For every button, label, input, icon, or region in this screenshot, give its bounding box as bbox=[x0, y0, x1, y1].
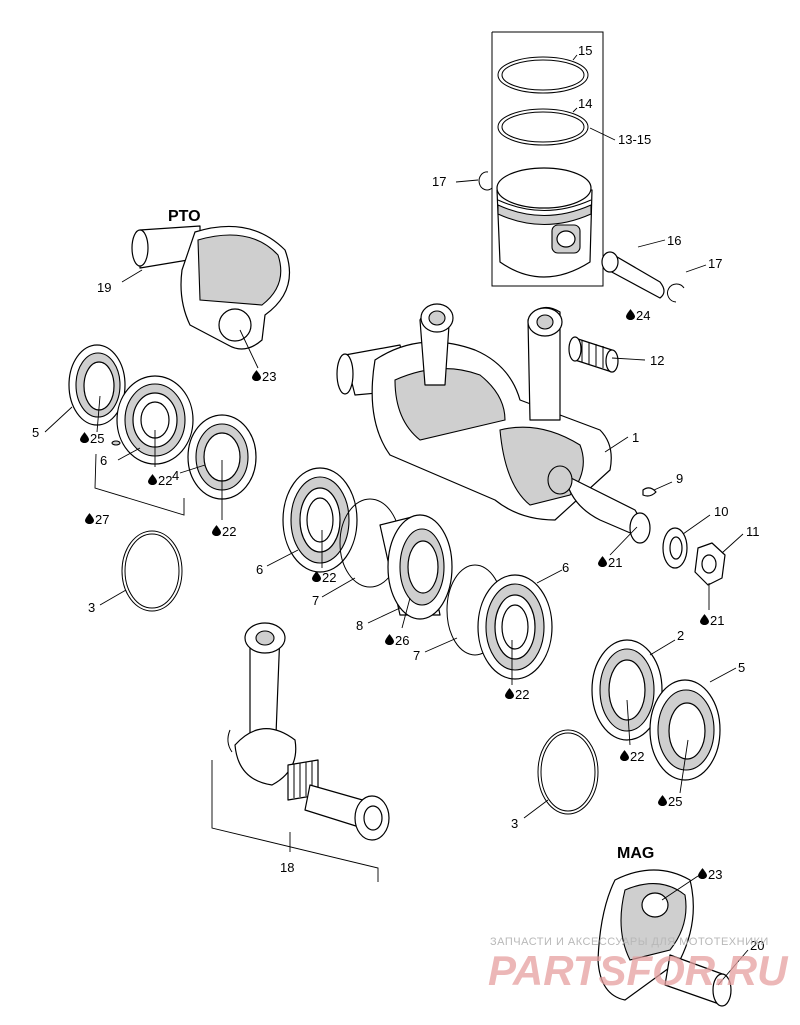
oil-drop-icon bbox=[626, 309, 635, 320]
oil-drop-icon bbox=[148, 474, 157, 485]
o-ring-3-pto bbox=[121, 530, 183, 612]
oil-seal-5-mag bbox=[649, 679, 721, 781]
circlip-17 bbox=[478, 171, 493, 191]
callout-22-pto-b: 22 bbox=[222, 524, 236, 539]
bearing-6-mag bbox=[477, 574, 553, 680]
callout-25-pto: 25 bbox=[90, 431, 104, 446]
watermark: ЗАПЧАСТИ И АКСЕССУАРЫ ДЛЯ МОТОТЕХНИКИ PA… bbox=[488, 936, 789, 994]
lock-washer-10 bbox=[662, 527, 688, 569]
oil-drop-icon bbox=[385, 634, 394, 645]
callout-2: 2 bbox=[677, 628, 684, 643]
callout-20: 20 bbox=[750, 938, 764, 953]
callout-23-pto: 23 bbox=[262, 369, 276, 384]
callout-22-pto-a: 22 bbox=[158, 473, 172, 488]
callout-7-right: 7 bbox=[413, 648, 420, 663]
bearing-2 bbox=[591, 639, 663, 741]
callout-17-right: 17 bbox=[708, 256, 722, 271]
callout-15: 15 bbox=[578, 43, 592, 58]
callout-7-left: 7 bbox=[312, 593, 319, 608]
o-ring-3-mag bbox=[537, 729, 599, 815]
callout-27: 27 bbox=[95, 512, 109, 527]
callout-5-pto: 5 bbox=[32, 425, 39, 440]
piston-pin-16 bbox=[601, 251, 665, 299]
callout-19: 19 bbox=[97, 280, 111, 295]
oil-seal-5-pto bbox=[68, 344, 126, 426]
oil-drop-icon bbox=[252, 370, 261, 381]
callout-21-left: 21 bbox=[608, 555, 622, 570]
nut-11 bbox=[694, 542, 726, 586]
oil-drop-icon bbox=[698, 868, 707, 879]
bearing-6-pto bbox=[116, 375, 194, 465]
callout-13-15: 13-15 bbox=[618, 132, 651, 147]
callout-24: 24 bbox=[636, 308, 650, 323]
callout-10: 10 bbox=[714, 504, 728, 519]
key-9 bbox=[642, 487, 657, 497]
callout-6-mag: 6 bbox=[562, 560, 569, 575]
bearing-6-mid bbox=[282, 467, 358, 573]
piston-ring-14 bbox=[497, 108, 589, 146]
callout-9: 9 bbox=[676, 471, 683, 486]
watermark-tagline: ЗАПЧАСТИ И АКСЕССУАРЫ ДЛЯ МОТОТЕХНИКИ bbox=[490, 936, 769, 948]
oil-drop-icon bbox=[212, 525, 221, 536]
callout-5-mag: 5 bbox=[738, 660, 745, 675]
callout-22-mid: 22 bbox=[322, 570, 336, 585]
callout-26: 26 bbox=[395, 633, 409, 648]
needle-bearing-12 bbox=[568, 336, 619, 373]
connecting-rod-kit-18 bbox=[211, 622, 390, 882]
callout-16: 16 bbox=[667, 233, 681, 248]
callout-25-mag: 25 bbox=[668, 794, 682, 809]
connecting-rod-right bbox=[527, 306, 563, 421]
oil-drop-icon bbox=[658, 795, 667, 806]
callout-21-right: 21 bbox=[710, 613, 724, 628]
piston-ring-15 bbox=[497, 56, 589, 94]
callout-22-mag-b: 22 bbox=[630, 749, 644, 764]
bearing-4 bbox=[187, 414, 257, 500]
callout-4: 4 bbox=[172, 468, 179, 483]
oil-drop-icon bbox=[598, 556, 607, 567]
callout-6-mid: 6 bbox=[256, 562, 263, 577]
callout-14: 14 bbox=[578, 96, 592, 111]
piston-kit-frame bbox=[491, 31, 604, 287]
section-labels: PTO MAG bbox=[168, 208, 654, 862]
oil-drop-icon bbox=[700, 614, 709, 625]
callout-1: 1 bbox=[632, 430, 639, 445]
callout-18: 18 bbox=[280, 860, 294, 875]
leader-lines bbox=[44, 54, 749, 986]
oil-drop-icon bbox=[80, 432, 89, 443]
pto-label: PTO bbox=[168, 208, 201, 225]
callout-17-top: 17 bbox=[432, 174, 446, 189]
callout-3-mag: 3 bbox=[511, 816, 518, 831]
oil-drop-icon bbox=[505, 688, 514, 699]
callout-8: 8 bbox=[356, 618, 363, 633]
connecting-rod-left bbox=[419, 303, 454, 386]
callout-3-pto: 3 bbox=[88, 600, 95, 615]
piston bbox=[496, 167, 593, 278]
callout-6-pto: 6 bbox=[100, 453, 107, 468]
mag-crank-half bbox=[597, 869, 732, 1007]
callout-23-mag: 23 bbox=[708, 867, 722, 882]
callout-12: 12 bbox=[650, 353, 664, 368]
callout-22-mag-a: 22 bbox=[515, 687, 529, 702]
crankshaft-assembly-1 bbox=[336, 341, 651, 544]
callout-labels: 15 14 13-15 17 16 17 24 12 19 23 1 9 10 … bbox=[32, 43, 764, 953]
callout-11: 11 bbox=[746, 524, 760, 539]
pin-dowel-pto bbox=[111, 440, 121, 446]
mag-label: MAG bbox=[617, 845, 654, 862]
bearing-8 bbox=[379, 514, 453, 620]
watermark-logo: PARTSFOR.RU bbox=[488, 947, 789, 994]
pto-crank-half bbox=[131, 225, 291, 350]
oil-drop-icon bbox=[85, 513, 94, 524]
oil-drop-icon bbox=[312, 571, 321, 582]
oil-drop-icon bbox=[620, 750, 629, 761]
circlip-17b bbox=[667, 283, 685, 303]
